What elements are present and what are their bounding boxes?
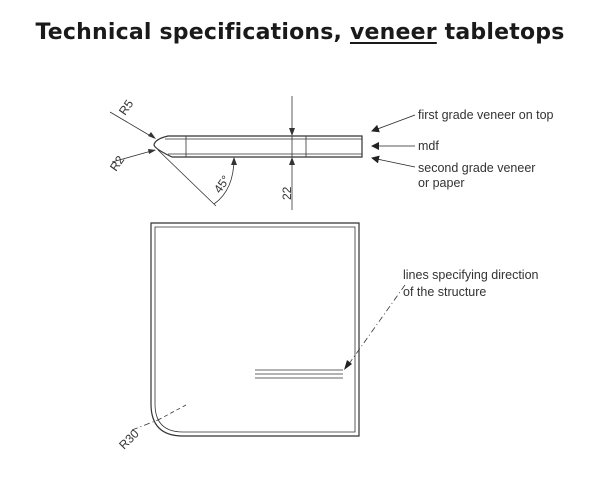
top-layer-label: first grade veneer on top (418, 108, 554, 122)
r2-arrow (148, 149, 156, 154)
grain-annotation-line2: of the structure (403, 285, 486, 299)
bottom-layer-label-line2: or paper (418, 176, 465, 190)
title-prefix: Technical specifications, (35, 20, 350, 45)
thickness-label: 22 (280, 186, 294, 200)
r30-label: R30 (116, 426, 142, 452)
grain-annotation-line1: lines specifying direction (403, 268, 539, 282)
section-view (109, 96, 363, 210)
r2-label: R2 (107, 153, 127, 174)
plan-annotations (131, 284, 406, 431)
page-title: Technical specifications, veneer tableto… (0, 20, 600, 45)
r2-leader (111, 149, 156, 163)
tabletop-profile (153, 135, 363, 158)
tabletop-outline-inner (154, 226, 356, 433)
layer-callouts (371, 114, 416, 168)
r5-arrow (148, 132, 156, 139)
chamfer-extension-line (157, 149, 217, 207)
r30-guide (157, 404, 187, 421)
title-suffix: tabletops (436, 20, 565, 45)
thickness-arrow-top (289, 128, 295, 136)
top-layer-leader (371, 114, 416, 133)
grain-direction-leader (345, 284, 406, 369)
bottom-layer-label-line1: second grade veneer (418, 161, 535, 175)
tabletop-outline-outer (150, 222, 360, 437)
r5-label: R5 (116, 97, 136, 118)
grain-direction-arrow (344, 360, 352, 370)
core-label: mdf (418, 139, 439, 153)
bottom-layer-leader (371, 155, 416, 168)
title-emphasis: veneer (349, 20, 437, 45)
thickness-arrow-bottom (289, 157, 295, 165)
r5-leader (109, 111, 155, 139)
plan-view (150, 222, 360, 437)
chamfer-angle-label: 45° (211, 173, 233, 196)
r30-leader (131, 419, 159, 431)
chamfer-arrow (231, 157, 237, 165)
